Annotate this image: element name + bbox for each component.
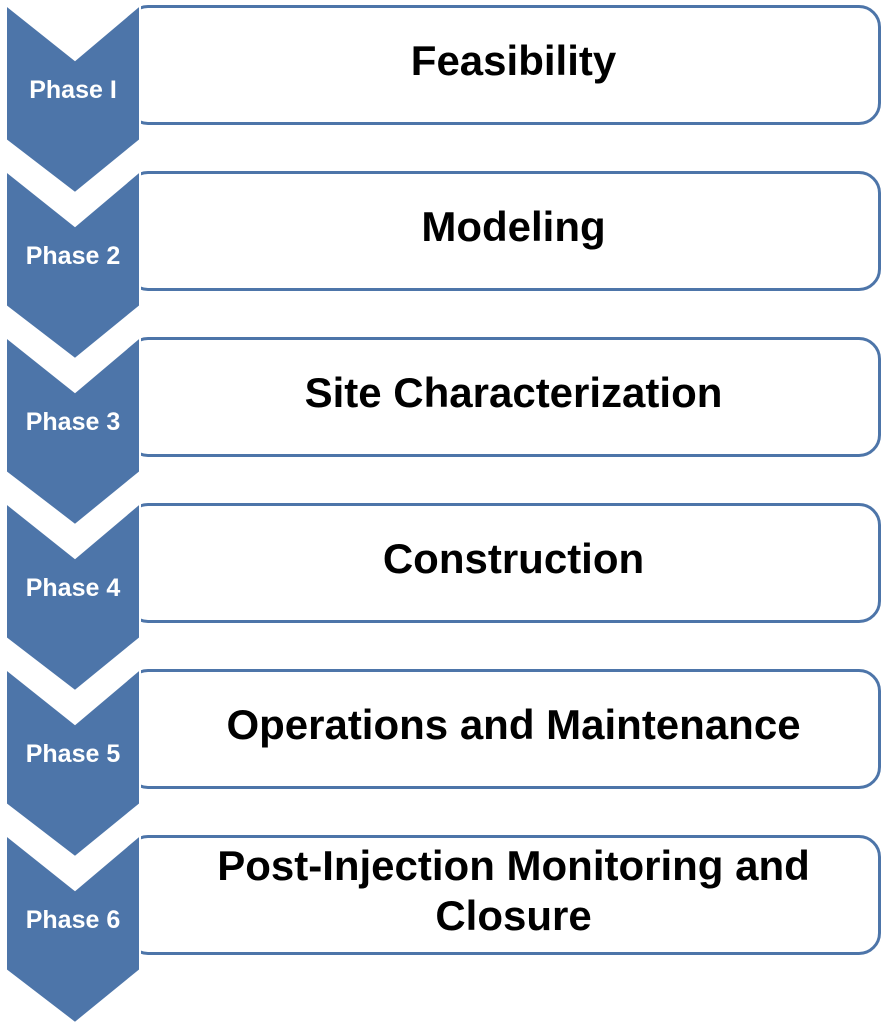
phase-row-5: Operations and Maintenance Phase 5 <box>0 664 886 859</box>
phase-3-chevron <box>5 334 141 527</box>
phase-6-title: Post-Injection Monitoring and Closure <box>217 842 810 939</box>
phase-2-title: Modeling <box>421 203 606 250</box>
phase-4-title: Construction <box>382 535 645 582</box>
phase-2-label: Phase 2 <box>25 242 121 270</box>
phase-row-4: Construction Phase 4 <box>0 498 886 693</box>
phase-3-box: Site Characterization <box>126 337 881 457</box>
phase-1-chevron <box>5 2 141 195</box>
phase-3-label: Phase 3 <box>25 408 121 436</box>
phase-row-3: Site Characterization Phase 3 <box>0 332 886 527</box>
phase-5-title: Operations and Maintenance <box>226 701 801 748</box>
phase-row-2: Modeling Phase 2 <box>0 166 886 361</box>
phase-row-1: Feasibility Phase I <box>0 0 886 195</box>
phase-1-box: Feasibility <box>126 5 881 125</box>
phase-1-title: Feasibility <box>410 37 617 84</box>
phase-6-box: Post-Injection Monitoring and Closure <box>126 835 881 955</box>
phase-4-label: Phase 4 <box>25 574 121 602</box>
phase-5-chevron <box>5 666 141 859</box>
phase-5-label: Phase 5 <box>25 740 121 768</box>
phase-2-chevron <box>5 168 141 361</box>
phase-5-box: Operations and Maintenance <box>126 669 881 789</box>
phase-4-box: Construction <box>126 503 881 623</box>
phase-4-chevron <box>5 500 141 693</box>
phase-6-chevron <box>5 832 141 1025</box>
phase-2-box: Modeling <box>126 171 881 291</box>
phase-3-title: Site Characterization <box>304 369 723 416</box>
phase-1-label: Phase I <box>29 76 117 104</box>
phase-6-label: Phase 6 <box>25 906 121 934</box>
phase-row-6: Post-Injection Monitoring and Closure Ph… <box>0 830 886 1025</box>
